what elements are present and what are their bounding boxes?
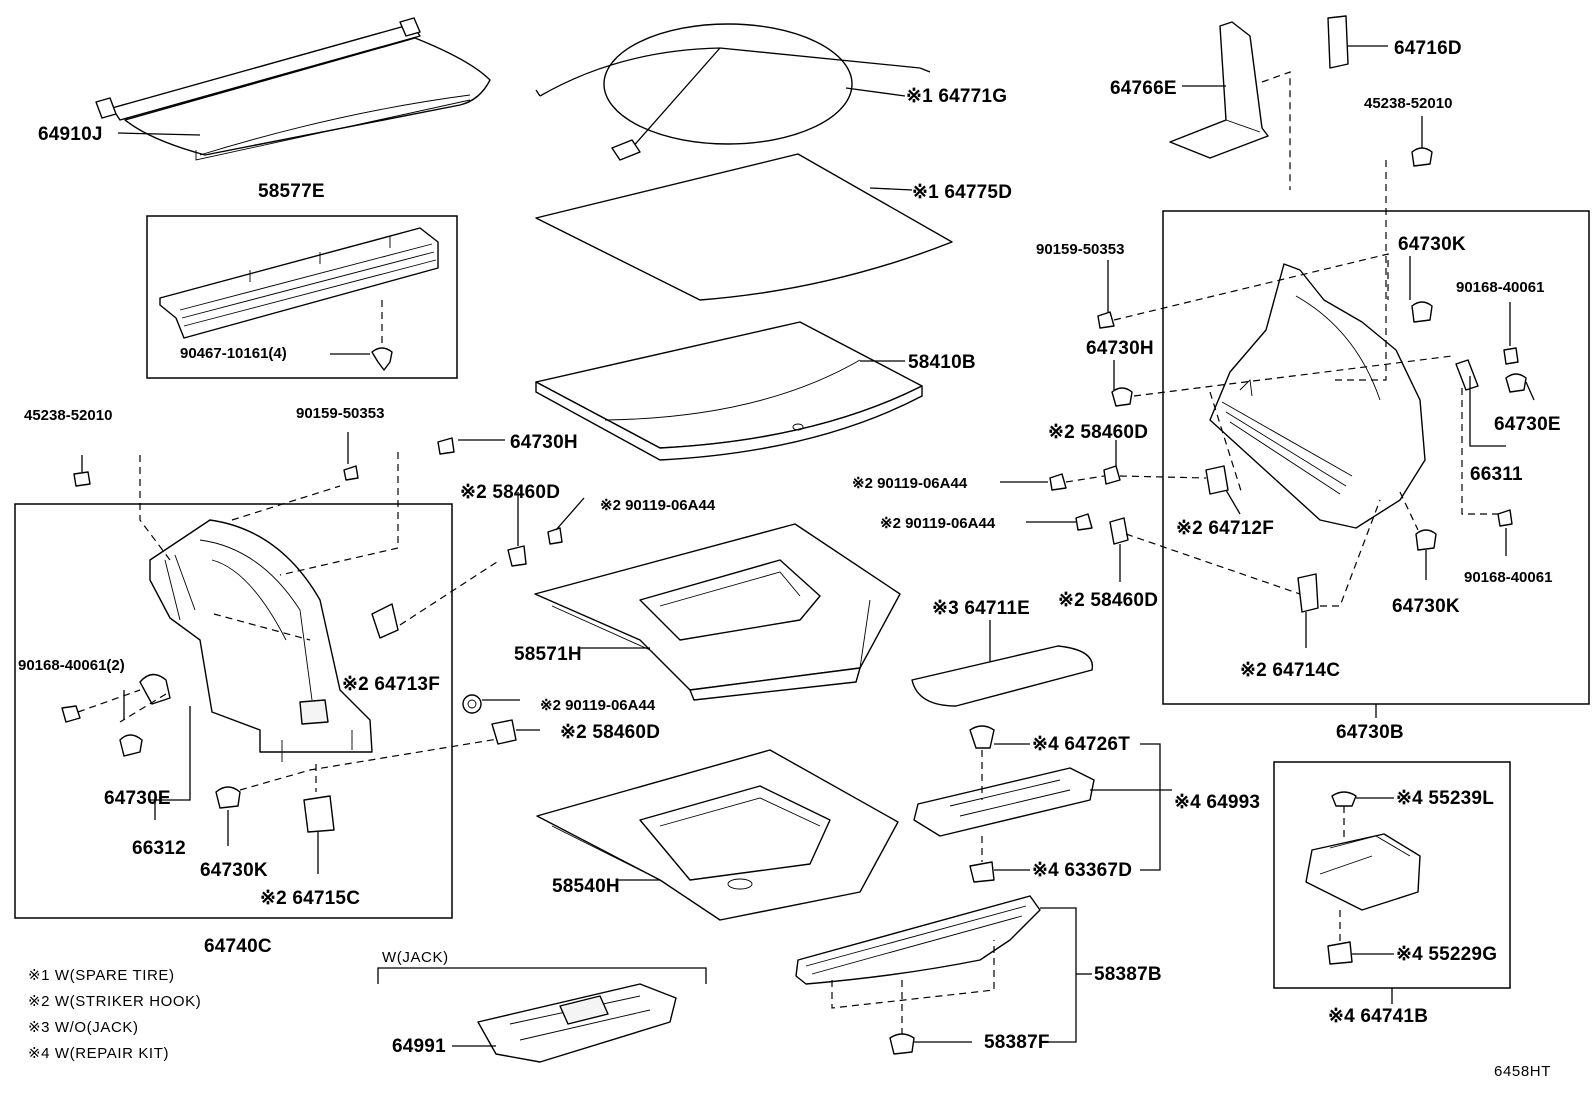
label-64715C: ※2 64715C (260, 888, 360, 909)
label-64740C: 64740C (204, 936, 272, 957)
label-90159-50353-left: 90159-50353 (296, 405, 384, 422)
label-63367D: ※4 63367D (1032, 860, 1132, 881)
label-58571H: 58571H (514, 644, 582, 665)
label-64730K-bottom: 64730K (1392, 596, 1460, 617)
label-58387F: 58387F (984, 1032, 1050, 1053)
label-64766E: 64766E (1110, 78, 1177, 99)
label-64716D: 64716D (1394, 38, 1462, 59)
label-90467-10161: 90467-10161(4) (180, 345, 287, 362)
label-64713F: ※2 64713F (342, 674, 440, 695)
label-64711E: ※3 64711E (932, 598, 1030, 619)
label-58460D-right-1: ※2 58460D (1048, 422, 1148, 443)
clip-58460D-center-top (507, 545, 527, 567)
jack-tray-64991-drawing (477, 983, 677, 1063)
label-90119-06A44-right-2: ※2 90119-06A44 (880, 515, 996, 532)
label-64726T: ※4 64726T (1032, 734, 1130, 755)
label-58387B: 58387B (1094, 964, 1162, 985)
label-55239L: ※4 55239L (1396, 788, 1494, 809)
label-64993: ※4 64993 (1174, 792, 1260, 813)
label-64771G: ※1 64771G (906, 86, 1007, 107)
mat-64711E-drawing (911, 645, 1094, 707)
deck-board-58410B-drawing (535, 321, 923, 461)
label-90168-40061-left: 90168-40061(2) (18, 657, 125, 674)
bracket-64766E-drawing (1169, 21, 1269, 159)
label-90119-06A44-center-2: ※2 90119-06A44 (540, 697, 656, 714)
footnote-2: ※2 W(STRIKER HOOK) (28, 993, 201, 1010)
bolt-90119-center-top (547, 527, 563, 545)
right-side-trim-drawing (1209, 263, 1426, 529)
footnote-1: ※1 W(SPARE TIRE) (28, 967, 175, 984)
footnote-4: ※4 W(REPAIR KIT) (28, 1045, 169, 1062)
label-90119-06A44-right-1: ※2 90119-06A44 (852, 475, 968, 492)
tray-58571H-drawing (534, 523, 901, 701)
box-64740C (14, 503, 453, 919)
label-66312: 66312 (132, 838, 186, 859)
label-55229G: ※4 55229G (1396, 944, 1497, 965)
label-58460D-right-2: ※2 58460D (1058, 590, 1158, 611)
clip-58460D-center-mid (491, 719, 517, 745)
label-90159-50353-right: 90159-50353 (1036, 241, 1124, 258)
part-labels: 64910J 58577E 90467-10161(4) 45238-52010… (18, 38, 1561, 1080)
label-90168-40061-bottom: 90168-40061 (1464, 569, 1552, 586)
right-box-fasteners (1049, 301, 1527, 613)
left-side-trim-drawing (149, 519, 373, 762)
label-64730K-left: 64730K (200, 860, 268, 881)
tonneau-cover-drawing (95, 17, 491, 161)
clip-45238-right (1411, 147, 1433, 167)
label-45238-52010-right: 45238-52010 (1364, 95, 1452, 112)
footnote-3: ※3 W/O(JACK) (28, 1019, 139, 1036)
label-90168-40061-top: 90168-40061 (1456, 279, 1544, 296)
cover-64716D-drawing (1327, 15, 1349, 69)
trim-panel-58577E-drawing (159, 227, 439, 371)
label-64730H-left: 64730H (510, 432, 578, 453)
label-58577E: 58577E (258, 181, 325, 202)
label-58540H: 58540H (552, 876, 620, 897)
label-45238-52010-left: 45238-52010 (24, 407, 112, 424)
label-64775D: ※1 64775D (912, 182, 1012, 203)
spare-tire-belt-drawing (535, 23, 931, 161)
label-64730K-top: 64730K (1398, 234, 1466, 255)
label-64910J: 64910J (38, 124, 103, 145)
bolt-90119-center-mid (462, 694, 482, 714)
label-64730E-left: 64730E (104, 788, 171, 809)
label-64730B: 64730B (1336, 722, 1404, 743)
repair-kit-tray-drawing (913, 725, 1095, 883)
label-64730H-right: 64730H (1086, 338, 1154, 359)
label-w-jack: W(JACK) (382, 949, 449, 966)
scuff-plate-drawing (795, 895, 1041, 1055)
label-64741B: ※4 64741B (1328, 1006, 1428, 1027)
repair-kit-holder-drawing (1305, 791, 1421, 965)
label-64991: 64991 (392, 1036, 446, 1057)
label-64714C: ※2 64714C (1240, 660, 1340, 681)
left-box-fasteners (61, 437, 455, 833)
label-64730E-right: 64730E (1494, 414, 1561, 435)
deck-board-64775D-drawing (535, 153, 953, 301)
label-58460D-center-1: ※2 58460D (460, 482, 560, 503)
label-90119-06A44-center-1: ※2 90119-06A44 (600, 497, 716, 514)
footnotes: ※1 W(SPARE TIRE) ※2 W(STRIKER HOOK) ※3 W… (28, 967, 201, 1062)
label-64712F: ※2 64712F (1176, 518, 1274, 539)
label-66311: 66311 (1470, 464, 1523, 485)
box-58577E (146, 215, 458, 379)
label-58410B: 58410B (908, 352, 976, 373)
label-58460D-center-2: ※2 58460D (560, 722, 660, 743)
diagram-code: 6458HT (1494, 1063, 1551, 1080)
